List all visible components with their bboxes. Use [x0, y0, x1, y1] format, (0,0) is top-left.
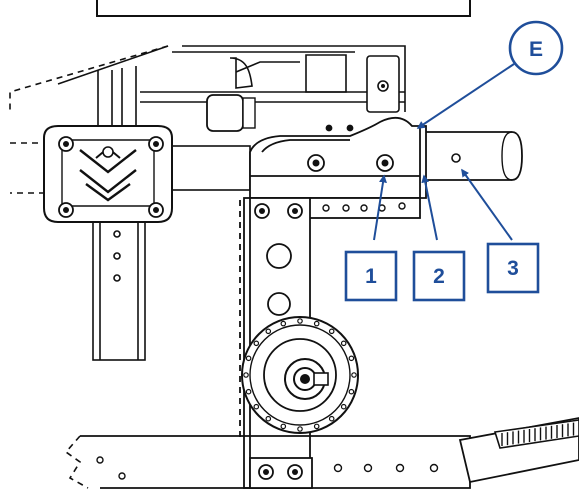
spoke-hole — [340, 340, 347, 347]
callout-3: 3 — [486, 242, 540, 294]
spoke-hole — [313, 320, 320, 327]
grip-tube — [458, 417, 579, 484]
callout-1-label: 1 — [365, 265, 377, 288]
spoke-hole — [243, 372, 249, 378]
spoke-hole — [280, 423, 287, 430]
spoke-hole — [297, 426, 303, 432]
clamp-bolt — [58, 136, 74, 152]
spoke-hole — [328, 328, 335, 335]
leader-3 — [461, 168, 513, 241]
spoke-hole — [313, 423, 320, 430]
bracket-bolt — [376, 154, 394, 172]
post-bolt — [287, 203, 303, 219]
spoke-hole — [265, 328, 272, 335]
spoke-hole — [245, 355, 252, 362]
spoke-hole — [253, 340, 260, 347]
callout-3-label: 3 — [507, 257, 519, 280]
horizontal-tube-right — [420, 131, 523, 181]
post-bolt — [254, 203, 270, 219]
clamp-plate — [43, 125, 173, 223]
spoke-hole — [253, 403, 260, 410]
callout-2-label: 2 — [433, 265, 445, 288]
spoke-hole — [328, 415, 335, 422]
spoke-hole — [351, 372, 357, 378]
clamp-bolt — [148, 202, 164, 218]
top-bracket — [366, 55, 400, 113]
spoke-hole — [348, 388, 355, 395]
top-frame-box — [96, 0, 471, 17]
clamp-bolt — [148, 136, 164, 152]
callout-leaders — [373, 63, 515, 241]
rubber-block — [206, 94, 256, 132]
grip-teeth — [501, 422, 575, 446]
spoke-hole — [245, 388, 252, 395]
callout-e: E — [508, 20, 564, 76]
left-column — [97, 66, 137, 130]
leader-2 — [421, 174, 438, 241]
callout-1: 1 — [344, 250, 398, 302]
spoke-hole — [280, 320, 287, 327]
spoke-hole — [297, 318, 303, 324]
clamp-bolt — [58, 202, 74, 218]
upper-frame — [9, 45, 406, 112]
leader-e — [416, 63, 515, 129]
leader-1 — [373, 174, 387, 241]
bracket-bolt — [307, 154, 325, 172]
spoke-hole — [340, 403, 347, 410]
callout-2: 2 — [412, 250, 466, 302]
wheel-hub — [241, 316, 359, 434]
spoke-holes — [243, 318, 357, 432]
spoke-hole — [348, 355, 355, 362]
left-tube — [92, 209, 146, 361]
callout-e-label: E — [529, 38, 543, 61]
spoke-hole — [265, 415, 272, 422]
